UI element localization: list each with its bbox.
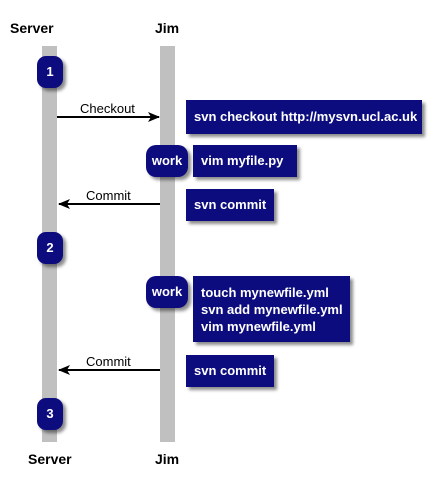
work-badge-1: work (146, 145, 188, 177)
command-line: svn add mynewfile.yml (201, 302, 343, 317)
participant-server-bottom: Server (28, 451, 72, 467)
command-box-commit-2: svn commit (186, 355, 274, 387)
command-line: svn commit (194, 197, 267, 212)
step-marker-3: 3 (37, 398, 63, 430)
command-line: svn checkout http://mysvn.ucl.ac.uk (194, 109, 418, 124)
participant-server-top: Server (10, 20, 54, 36)
command-box-work-2: touch mynewfile.yml svn add mynewfile.ym… (193, 276, 350, 342)
checkout-label: Checkout (80, 101, 135, 116)
step-marker-2: 2 (37, 232, 63, 264)
command-line: svn commit (194, 363, 267, 378)
command-box-checkout: svn checkout http://mysvn.ucl.ac.uk (186, 100, 422, 134)
participant-jim-top: Jim (155, 20, 180, 36)
command-line: vim mynewfile.yml (201, 319, 316, 334)
step-marker-1: 1 (37, 56, 63, 88)
command-line: vim myfile.py (201, 153, 284, 168)
command-box-commit-1: svn commit (186, 189, 274, 221)
commit-label-1: Commit (86, 188, 131, 203)
participant-jim-bottom: Jim (155, 451, 180, 467)
command-line: touch mynewfile.yml (201, 285, 329, 300)
command-box-work-1: vim myfile.py (193, 145, 297, 177)
work-badge-2: work (146, 276, 188, 308)
commit-label-2: Commit (86, 354, 131, 369)
